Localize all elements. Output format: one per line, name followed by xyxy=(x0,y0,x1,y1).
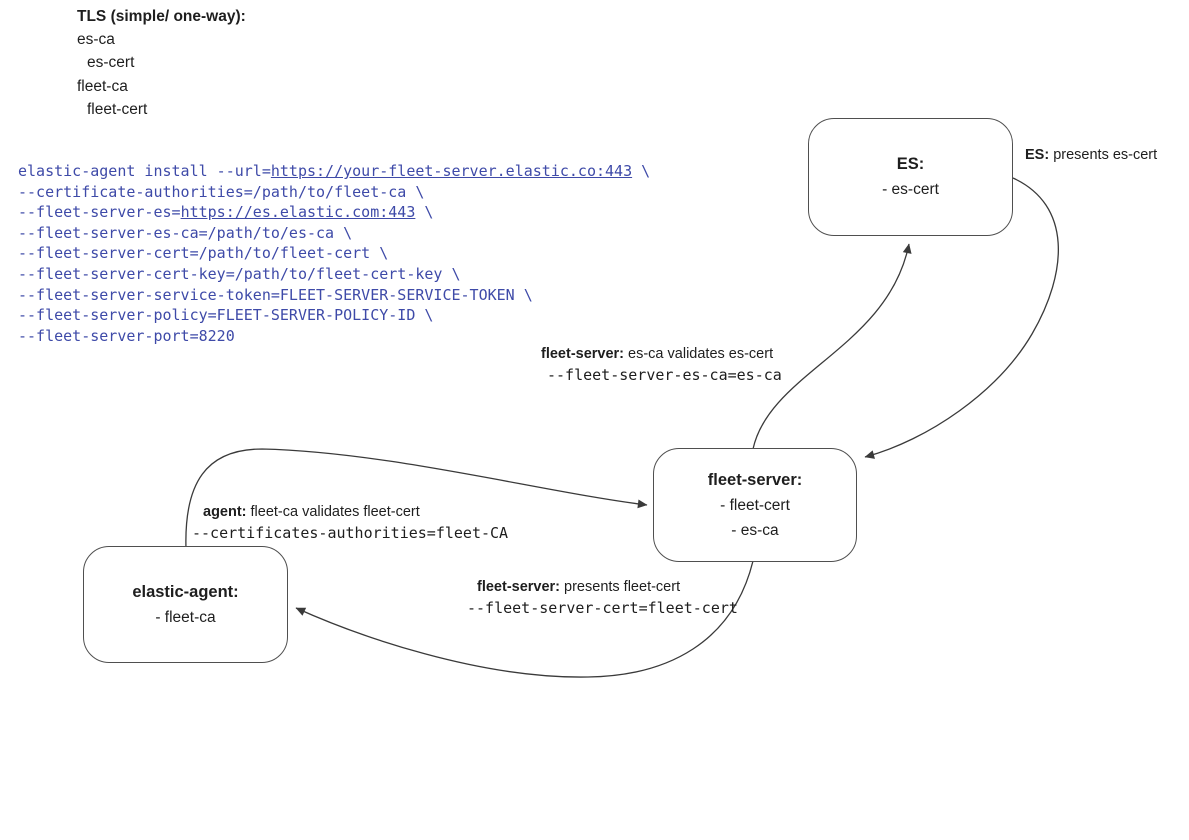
code-line: elastic-agent install --url=https://your… xyxy=(18,161,650,182)
code-text: --fleet-server-es= xyxy=(18,203,181,222)
node-es: ES: - es-cert xyxy=(808,118,1013,236)
edge-label-flag: --certificates-authorities=fleet-CA xyxy=(192,524,509,542)
edge-label-es-presents: ES: presents es-cert xyxy=(1025,146,1157,164)
code-line: --fleet-server-policy=FLEET-SERVER-POLIC… xyxy=(18,305,650,326)
node-elastic-agent: elastic-agent: - fleet-ca xyxy=(83,546,288,663)
node-item: - es-cert xyxy=(882,181,939,198)
edge-label-fleet-validates: fleet-server: es-ca validates es-cert --… xyxy=(541,345,782,384)
edge-label-fleet-presents: fleet-server: presents fleet-cert --flee… xyxy=(467,578,738,617)
code-url-link[interactable]: https://your-fleet-server.elastic.co:443 xyxy=(270,162,633,180)
edge-label-flag: --fleet-server-cert=fleet-cert xyxy=(467,599,738,617)
code-line: --certificate-authorities=/path/to/fleet… xyxy=(18,182,650,203)
code-text: --fleet-server-es-ca=/path/to/es-ca \ xyxy=(18,223,353,242)
node-fleet-server: fleet-server: - fleet-cert - es-ca xyxy=(653,448,857,562)
node-fleet-server-title: fleet-server: xyxy=(707,470,803,489)
code-url-link[interactable]: https://es.elastic.com:443 xyxy=(180,203,416,222)
code-text: --fleet-server-service-token=FLEET-SERVE… xyxy=(18,285,533,304)
edge-label-agent-validates: agent: fleet-ca validates fleet-cert --c… xyxy=(192,503,508,542)
code-line: --fleet-server-es=https://es.elastic.com… xyxy=(18,202,650,223)
node-item: - fleet-ca xyxy=(155,608,216,626)
code-text: \ xyxy=(632,162,651,180)
edge-label-text: agent: fleet-ca validates fleet-cert xyxy=(203,504,420,520)
tls-item: es-cert xyxy=(87,54,135,72)
edge-es-to-fleetserver xyxy=(864,177,1059,459)
edge-label-text: fleet-server: es-ca validates es-cert xyxy=(541,346,774,362)
code-text: --fleet-server-port=8220 xyxy=(18,326,235,345)
edge-fleetserver-to-es xyxy=(752,243,912,450)
code-text: --certificate-authorities=/path/to/fleet… xyxy=(18,182,425,201)
tls-item: fleet-ca xyxy=(77,77,128,95)
edge-label-text: ES: presents es-cert xyxy=(1025,147,1158,163)
tls-summary-list: TLS (simple/ one-way): es-ca es-cert fleet… xyxy=(77,5,246,121)
edge-agent-to-fleetserver xyxy=(185,448,648,550)
code-text: --fleet-server-cert-key=/path/to/fleet-c… xyxy=(18,264,461,283)
node-item: - fleet-cert xyxy=(720,496,790,514)
edge-fleetserver-to-agent xyxy=(295,560,754,678)
install-command-code-block: elastic-agent install --url=https://your… xyxy=(18,161,650,346)
tls-summary-title: TLS (simple/ one-way): xyxy=(77,8,246,25)
code-line: --fleet-server-cert-key=/path/to/fleet-c… xyxy=(18,264,650,285)
code-line: --fleet-server-cert=/path/to/fleet-cert … xyxy=(18,243,650,264)
node-fleet-server-items: - fleet-cert - es-ca xyxy=(720,493,790,543)
edge-label-flag: --fleet-server-es-ca=es-ca xyxy=(547,366,782,384)
code-line: --fleet-server-es-ca=/path/to/es-ca \ xyxy=(18,223,650,244)
tls-summary-items: es-ca es-cert fleet-ca fleet-cert xyxy=(77,28,246,121)
edge-label-text: fleet-server: presents fleet-cert xyxy=(477,579,681,595)
code-text: --fleet-server-cert=/path/to/fleet-cert … xyxy=(18,244,389,263)
code-text: elastic-agent install --url= xyxy=(18,162,271,180)
tls-item: fleet-cert xyxy=(87,100,148,118)
code-line: --fleet-server-service-token=FLEET-SERVE… xyxy=(18,285,650,306)
node-elastic-agent-items: - fleet-ca xyxy=(155,605,215,630)
node-es-title: ES: xyxy=(896,155,925,173)
node-item: - es-ca xyxy=(731,521,779,539)
code-line: --fleet-server-port=8220 xyxy=(18,326,650,347)
node-es-items: - es-cert xyxy=(882,177,939,202)
node-elastic-agent-title: elastic-agent: xyxy=(132,582,239,601)
code-text: \ xyxy=(415,203,434,222)
code-text: --fleet-server-policy=FLEET-SERVER-POLIC… xyxy=(18,306,434,325)
tls-item: es-ca xyxy=(77,31,115,49)
